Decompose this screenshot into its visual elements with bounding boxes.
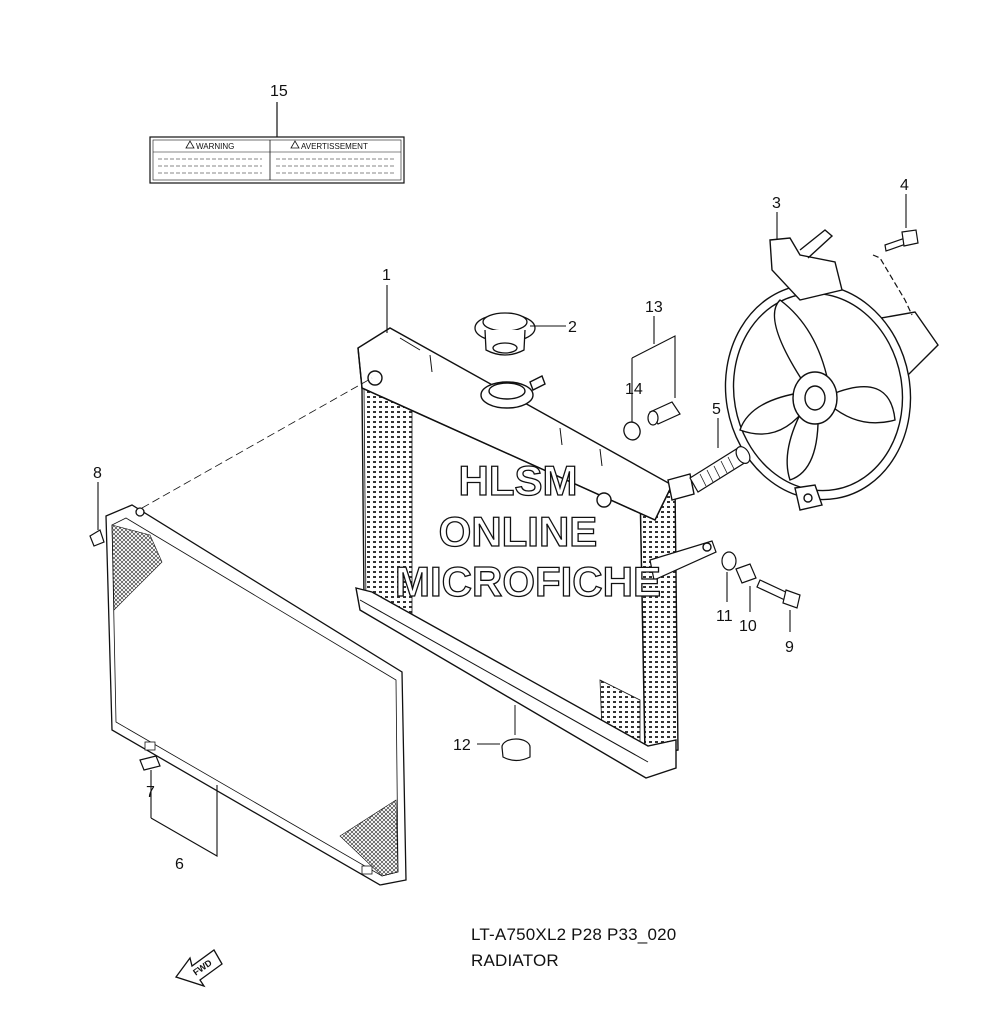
callout-6: 6 <box>175 856 184 873</box>
warning-triangle-icon <box>185 140 195 149</box>
rubber-grommet <box>139 755 161 771</box>
watermark-line-2: ONLINE <box>439 508 598 555</box>
radiator-fan-guard <box>105 504 407 886</box>
collar <box>735 563 757 584</box>
cooling-fan-assembly <box>724 229 939 511</box>
sticker-warning-text: WARNING <box>196 142 234 151</box>
callout-3: 3 <box>772 195 781 212</box>
callout-15: 15 <box>270 83 288 100</box>
callout-7: 7 <box>146 784 155 801</box>
callout-8: 8 <box>93 465 102 482</box>
warning-triangle-icon <box>290 140 300 149</box>
radiator-hose <box>689 446 751 493</box>
callout-10: 10 <box>739 618 757 635</box>
cushion <box>721 551 737 571</box>
callout-11: 11 <box>716 608 733 625</box>
drain-cushion <box>501 738 531 762</box>
radiator-cap <box>474 312 536 356</box>
callout-4: 4 <box>900 177 909 194</box>
callout-14: 14 <box>625 381 643 398</box>
diagram-title: RADIATOR <box>471 951 559 970</box>
temperature-sensor <box>647 401 681 426</box>
o-ring <box>623 421 641 441</box>
watermark: HLSM ONLINE MICROFICHE <box>394 456 661 605</box>
callout-12: 12 <box>453 737 471 754</box>
fan-mounting-bolt <box>872 229 919 316</box>
watermark-line-3: MICROFICHE <box>395 558 661 605</box>
watermark-line-1: HLSM <box>459 457 578 504</box>
warning-label-sticker: WARNING AVERTISSEMENT <box>149 102 405 184</box>
leader-lines <box>97 194 907 857</box>
callout-1: 1 <box>382 267 391 284</box>
callout-13: 13 <box>645 299 663 316</box>
callout-numbers: 15 1 2 3 4 5 6 7 8 9 10 11 12 13 14 <box>93 83 909 873</box>
flange-bolt <box>756 579 801 609</box>
callout-5: 5 <box>712 401 721 418</box>
clip-nut <box>89 529 105 547</box>
fwd-arrow-icon: FWD <box>174 949 223 988</box>
radiator-core <box>355 327 717 779</box>
sticker-avertissement-text: AVERTISSEMENT <box>301 142 368 151</box>
diagram-reference-code: LT-A750XL2 P28 P33_020 <box>471 925 677 944</box>
callout-9: 9 <box>785 639 794 656</box>
callout-2: 2 <box>568 319 577 336</box>
